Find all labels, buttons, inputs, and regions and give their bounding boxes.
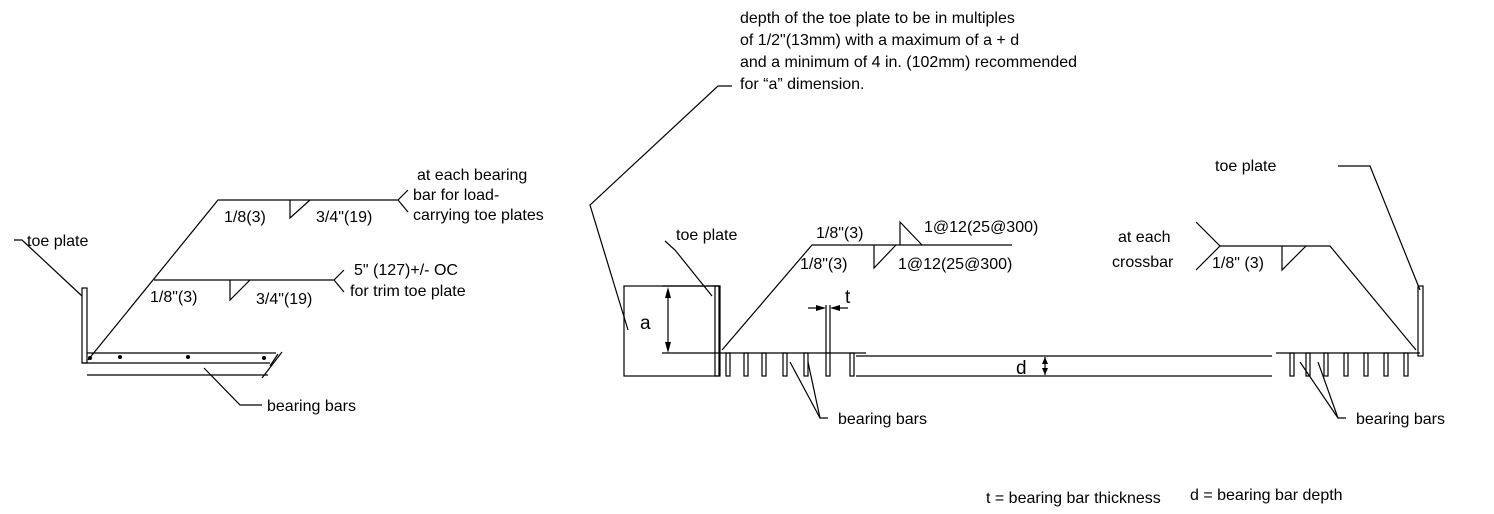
t-dim-arrow-left [816, 305, 826, 311]
left-weld-top-length: 3/4"(19) [316, 209, 372, 226]
bearing-bar [725, 352, 731, 377]
mid-weld-low-symbol [873, 244, 897, 270]
t-dim-arrow-right [830, 305, 840, 311]
d-dimension-label: d [1016, 358, 1027, 379]
legend-t: t = bearing bar thickness [986, 490, 1161, 507]
bearing-bar [825, 352, 831, 377]
bearing-bar [1383, 352, 1389, 377]
left-detail: toe plate bearing bars 1/8(3) 3/4"(19) a… [14, 167, 544, 415]
mid-toe-plate-shape [714, 285, 721, 377]
left-weld-low-leader [154, 269, 345, 281]
mid-bearing-bars-leader-a [789, 361, 828, 419]
mid-weld-top-symbol [899, 220, 923, 246]
right-toe-plate-shape [1417, 285, 1424, 357]
a-dimension-box [623, 285, 720, 377]
load-note-line1: at each bearing [417, 167, 527, 184]
note-line1: depth of the toe plate to be in multiple… [740, 10, 1015, 27]
note-line4: for “a” dimension. [740, 76, 865, 93]
crossbar-weld-ref [1220, 245, 1417, 351]
left-bearing-bars-group [725, 352, 855, 377]
left-weld-low-tail [333, 279, 345, 293]
t-dimension-label: t [845, 287, 851, 308]
legend: t = bearing bar thickness d = bearing ba… [986, 487, 1343, 507]
right-bearing-bars-leader-a [1299, 361, 1346, 419]
bearing-bar [782, 352, 788, 377]
note-line3: and a minimum of 4 in. (102mm) recommend… [740, 54, 1077, 71]
bearing-bar [1403, 352, 1409, 377]
a-dim-arrow-bottom [665, 342, 671, 353]
left-weld-low-symbol [229, 279, 251, 302]
left-weld-top-size: 1/8(3) [224, 209, 266, 226]
main-detail: a toe plate [623, 158, 1445, 428]
left-crossbar-dot [118, 355, 122, 359]
mid-weld-low-pitch: 1@12(25@300) [898, 256, 1012, 273]
bearing-bar [803, 352, 809, 377]
right-bearing-bars-group [1289, 352, 1409, 377]
bearing-bar [743, 352, 749, 377]
left-weld-top-tail [397, 199, 409, 213]
bearing-bar [761, 352, 767, 377]
right-bearing-bars-leader-b [1317, 361, 1339, 419]
mid-toe-plate-leader [664, 240, 713, 297]
left-weld-top-leader [87, 189, 409, 361]
left-crossbar-dot [186, 355, 190, 359]
d-dim-arrow-top [1042, 357, 1048, 364]
load-note-line3: carrying toe plates [413, 207, 544, 224]
right-bearing-bars-label: bearing bars [1356, 411, 1445, 428]
mid-weld-low-size: 1/8"(3) [800, 256, 847, 273]
mid-toe-plate-label: toe plate [676, 227, 737, 244]
mid-weld-top-pitch: 1@12(25@300) [924, 219, 1038, 236]
left-weld-top-symbol [289, 199, 311, 220]
left-break-mark [261, 351, 283, 379]
left-toe-plate-leader [14, 239, 83, 297]
right-toe-plate-label: toe plate [1215, 158, 1276, 175]
left-break-mark-2 [269, 353, 279, 367]
right-toe-plate-leader [1338, 165, 1421, 291]
mid-weld-leader [721, 244, 1012, 351]
bearing-bar [1343, 352, 1349, 377]
left-bearing-bars-label: bearing bars [267, 398, 356, 415]
crossbar-weld-size: 1/8" (3) [1212, 255, 1264, 272]
bearing-bar [1289, 352, 1295, 377]
a-dim-arrow-top [665, 287, 671, 298]
left-weld-low-length: 3/4"(19) [256, 291, 312, 308]
bearing-bar [1363, 352, 1369, 377]
left-toe-plate-label: toe plate [27, 233, 88, 250]
trim-note-line2: for trim toe plate [350, 283, 466, 300]
load-note-line2: bar for load- [413, 187, 499, 204]
note-leader [589, 85, 732, 331]
d-dim-arrow-bottom [1042, 368, 1048, 375]
crossbar-note-line1: at each [1118, 229, 1170, 246]
trim-note-line1: 5" (127)+/- OC [354, 262, 458, 279]
a-dimension-label: a [640, 313, 651, 334]
bearing-bar [849, 352, 855, 377]
bearing-bar [1323, 352, 1329, 377]
bearing-bar [1305, 352, 1311, 377]
left-crossbar-dot [262, 356, 266, 360]
mid-bearing-bars-leader-b [807, 361, 821, 419]
mid-bearing-bars-label: bearing bars [838, 411, 927, 428]
legend-d: d = bearing bar depth [1190, 487, 1343, 504]
mid-weld-top-size: 1/8"(3) [816, 225, 863, 242]
crossbar-weld-symbol [1281, 245, 1307, 272]
left-bearing-bars-leader [203, 367, 262, 406]
left-weld-low-size: 1/8"(3) [150, 289, 197, 306]
left-toe-plate-shape [81, 287, 88, 364]
note-line2: of 1/2"(13mm) with a maximum of a + d [740, 32, 1019, 49]
depth-note: depth of the toe plate to be in multiple… [589, 10, 1077, 331]
crossbar-note-line2: crossbar [1112, 254, 1174, 271]
